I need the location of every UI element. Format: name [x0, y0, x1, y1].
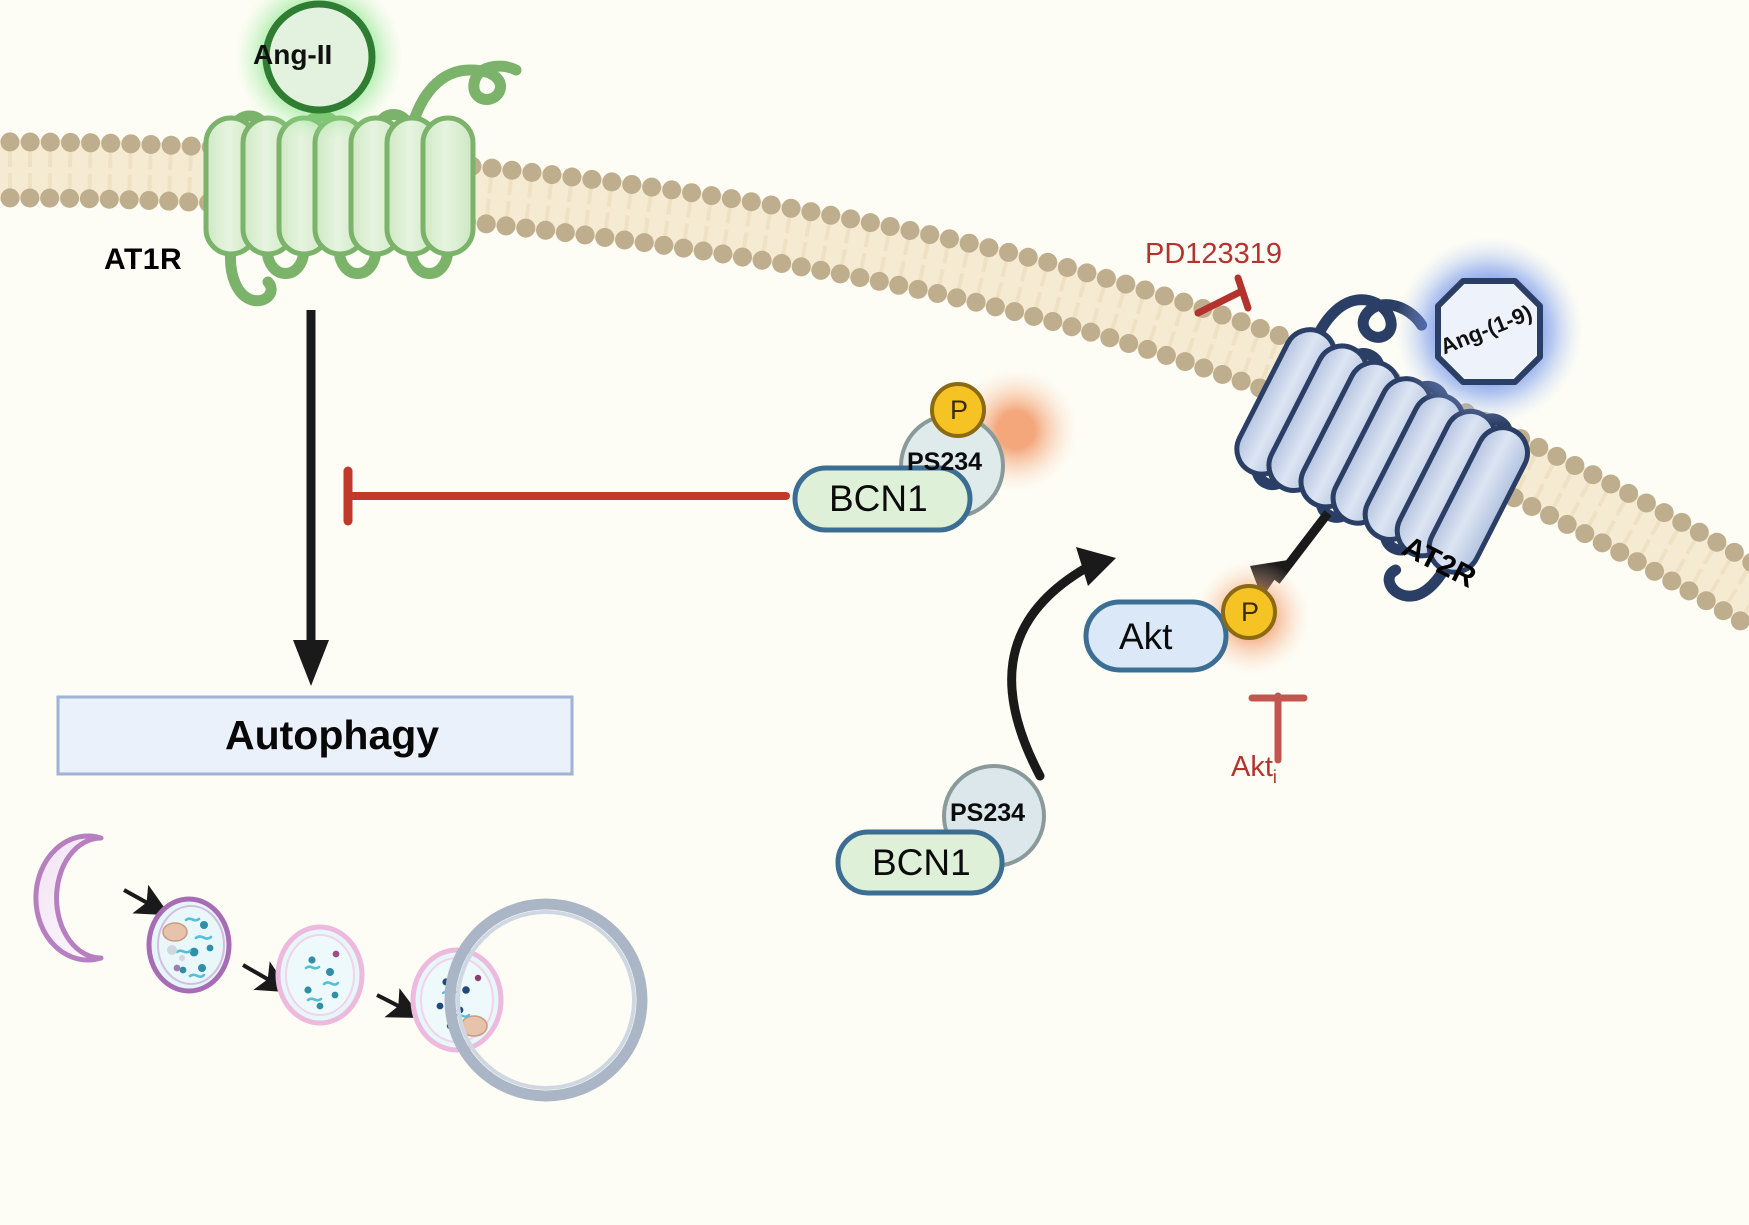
ang-ii-ligand[interactable]	[235, 0, 403, 141]
ang-1-9-ligand[interactable]	[1395, 237, 1583, 425]
pd123319-label[interactable]: PD123319	[1145, 238, 1283, 270]
phospho-badge-akt: P	[1241, 597, 1260, 627]
autophagy-label: Autophagy	[225, 712, 440, 758]
bcn1-phosphorylation-arrow	[1007, 547, 1116, 781]
akt-inhibitor-text: Akt	[1231, 751, 1273, 783]
akt-inhibition-edge	[1248, 692, 1308, 764]
at1r-to-autophagy-arrow	[293, 310, 329, 686]
bcn1-phospho-node[interactable]	[792, 368, 1078, 533]
phospho-badge-bcn1: P	[950, 395, 969, 425]
ps234-unphospho-label: PS234	[950, 799, 1026, 827]
autophagosome-stage	[146, 896, 232, 994]
lysosome-ring-stage	[444, 898, 648, 1102]
phagophore-stage	[33, 833, 104, 963]
amphisome-stage	[275, 924, 365, 1026]
akt-node[interactable]	[1083, 559, 1310, 675]
bcn1-unphospho-node[interactable]	[835, 764, 1046, 896]
akt-inhibitor-subscript: i	[1272, 766, 1277, 787]
bcn1-phospho-label: BCN1	[829, 478, 928, 519]
akt-inhibitor-label[interactable]: Akti	[1231, 751, 1277, 788]
autophagy-box[interactable]	[56, 695, 574, 776]
bcn1-unphospho-label: BCN1	[872, 842, 971, 883]
at1r-label: AT1R	[104, 243, 183, 276]
at1r-inhibits-bcn1-edge	[343, 466, 790, 526]
ang-ii-label: Ang-II	[253, 39, 333, 70]
pd123319-inhibition-edge	[1194, 274, 1252, 317]
at1r-receptor[interactable]	[203, 60, 522, 307]
akt-label: Akt	[1119, 616, 1173, 657]
ps234-phospho-label: PS234	[907, 448, 983, 476]
at2r-receptor[interactable]	[1209, 269, 1562, 618]
autophagy-illustration	[33, 833, 648, 1102]
